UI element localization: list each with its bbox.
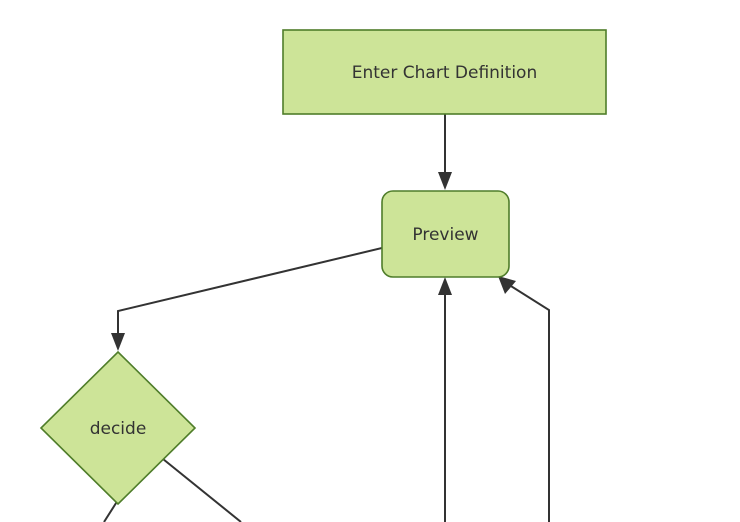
edge-preview-to-decide-arrowhead bbox=[111, 333, 125, 351]
node-decide-label: decide bbox=[90, 419, 147, 439]
edge-enter-to-preview-arrowhead bbox=[438, 172, 452, 190]
edge-preview-to-decide[interactable] bbox=[111, 247, 383, 351]
node-enter-chart-definition[interactable]: Enter Chart Definition bbox=[282, 29, 607, 115]
node-preview-shape bbox=[381, 190, 510, 278]
edge-bottom-right-to-preview-line bbox=[502, 280, 550, 522]
edge-group bbox=[103, 114, 550, 522]
edge-decide-bottom-out-line bbox=[103, 499, 119, 522]
edge-preview-to-decide-line bbox=[117, 247, 383, 340]
node-group: Enter Chart Definition Preview decide bbox=[39, 29, 607, 506]
edge-bottom-right-to-preview[interactable] bbox=[498, 276, 550, 522]
edge-decide-right-out-line bbox=[162, 458, 242, 522]
node-enter-chart-definition-label: Enter Chart Definition bbox=[352, 63, 537, 83]
node-decide-shape bbox=[39, 350, 197, 506]
node-preview-label: Preview bbox=[412, 225, 478, 245]
edge-bottom-center-to-preview-arrowhead bbox=[438, 277, 452, 295]
node-enter-chart-definition-shape bbox=[282, 29, 607, 115]
node-decide[interactable]: decide bbox=[39, 350, 197, 506]
node-preview[interactable]: Preview bbox=[381, 190, 510, 278]
edge-bottom-right-to-preview-arrowhead bbox=[498, 276, 516, 294]
edge-decide-bottom-out[interactable] bbox=[103, 499, 119, 522]
edge-bottom-center-to-preview[interactable] bbox=[438, 277, 452, 522]
edge-enter-to-preview[interactable] bbox=[438, 114, 452, 190]
edge-decide-right-out[interactable] bbox=[162, 458, 242, 522]
